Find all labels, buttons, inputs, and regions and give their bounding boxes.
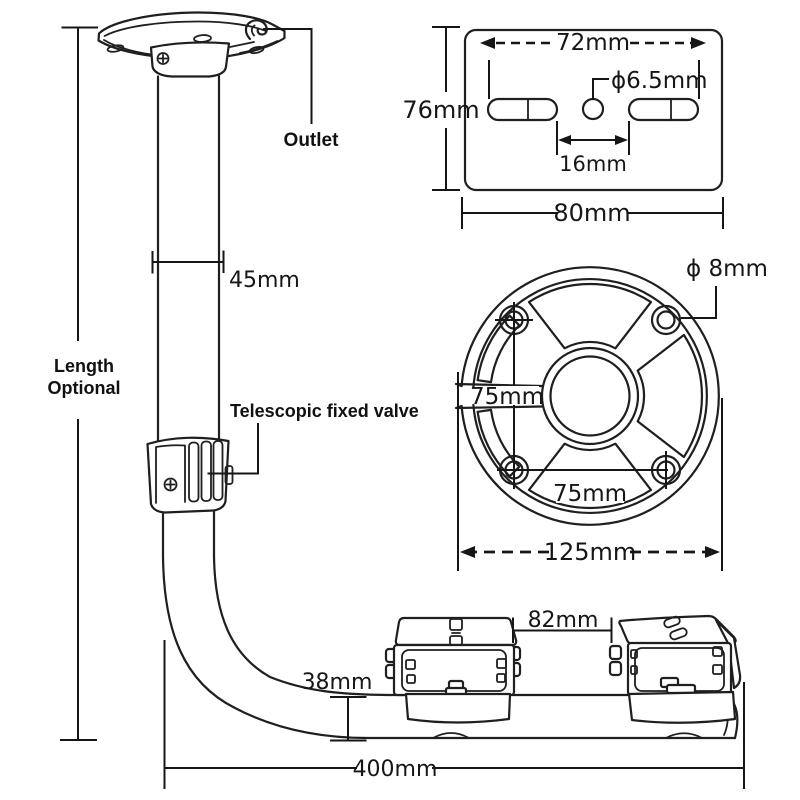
collar-side-nub [224,465,234,485]
telescopic-lock-collar [146,436,234,514]
clamp-clip [496,658,507,669]
dim-arm-diameter: 38mm [302,670,373,742]
dim-length-optional: Length Optional [48,26,121,741]
collar-rib [188,441,200,503]
l-shaped-arm [161,509,739,740]
plate-width-label: 80mm [553,199,630,227]
base-outer-rim [460,266,720,526]
upper-pole-tube [156,74,221,443]
clamp-lid-slot [663,615,681,629]
base-cutout-east [636,333,703,459]
arm-diameter-label: 38mm [302,670,373,695]
plate-slot-right [627,97,700,122]
collar-rib [200,440,212,502]
clamp-clip [406,674,416,684]
telescopic-valve-label: Telescopic fixed valve [230,401,419,421]
camera-clamp-right [608,614,742,724]
base-cutout-west-upper [476,314,521,384]
clamp-clip [405,659,416,670]
clamp-clip [630,649,638,659]
base-hub-inner [549,355,631,437]
base-hole-spacing-h-label: 75mm [553,481,627,507]
plate-screw-hole-center [193,34,212,43]
base-hole-top-right [650,304,682,336]
plate-slot-gap-label: 16mm [559,152,627,176]
plate-screw-hole-right [248,45,265,55]
plate-slot-left [486,97,559,122]
base-hub-outer [540,346,640,446]
camera-clamp-left [384,616,522,724]
base-cutout-south [527,442,653,509]
outlet-label: Outlet [284,130,340,151]
clamp-gap-label: 82mm [528,608,599,633]
clamp-lid-slot [669,627,688,641]
ferrule-screw [156,52,170,65]
plate-slot-span-label: 72mm [556,30,630,56]
base-cutout-north [527,283,653,350]
plate-center-hole-label: ϕ6.5mm [611,68,708,94]
plate-center-hole [581,97,605,121]
clamp-clip [712,646,723,657]
clamp-side-flap [714,618,742,690]
base-hole-spacing-v-label: 75mm [470,384,544,410]
clamp-side-tab [608,660,623,677]
base-inner-rim [472,278,708,514]
length-optional-label-line2: Optional [48,378,121,398]
base-hole-label: ϕ 8mm [686,256,768,282]
length-optional-label-line1: Length [54,356,114,376]
base-plate-view: ϕ 8mm 75mm 75mm 125mm [454,256,768,571]
clamp-clip [630,665,638,675]
arm-weld-bump [666,732,702,739]
mounting-plate-outline [463,28,724,192]
outlet-callout: Outlet [263,28,340,151]
collar-rib [212,440,224,501]
clamp-clip [712,664,723,675]
mounting-plate-top-view: 72mm 76mm ϕ6.5mm 16mm 80mm [402,26,724,229]
collar-screw [163,477,178,492]
dim-clamp-gap: 82mm [512,608,613,643]
pole-diameter-label: 45mm [229,268,300,293]
plate-screw-hole-left [106,44,125,53]
clamp-saddle-base [404,692,512,724]
cable-outlet-hook [244,19,268,41]
arm-weld-bump [433,732,469,739]
clamp-clip [496,673,506,683]
plate-ferrule [149,41,231,78]
base-diameter-label: 125mm [544,538,637,566]
telescopic-valve-callout: Telescopic fixed valve [207,401,419,475]
plate-height-label: 76mm [402,96,479,124]
clamp-lid-hole [449,618,463,631]
ceiling-mount-plate [97,11,286,78]
arm-length-label: 400mm [353,757,438,782]
dim-pole-diameter: 45mm [151,250,300,293]
clamp-side-tab [608,644,623,661]
clamp-saddle-base [627,690,737,724]
dim-arm-length: 400mm [163,640,745,789]
